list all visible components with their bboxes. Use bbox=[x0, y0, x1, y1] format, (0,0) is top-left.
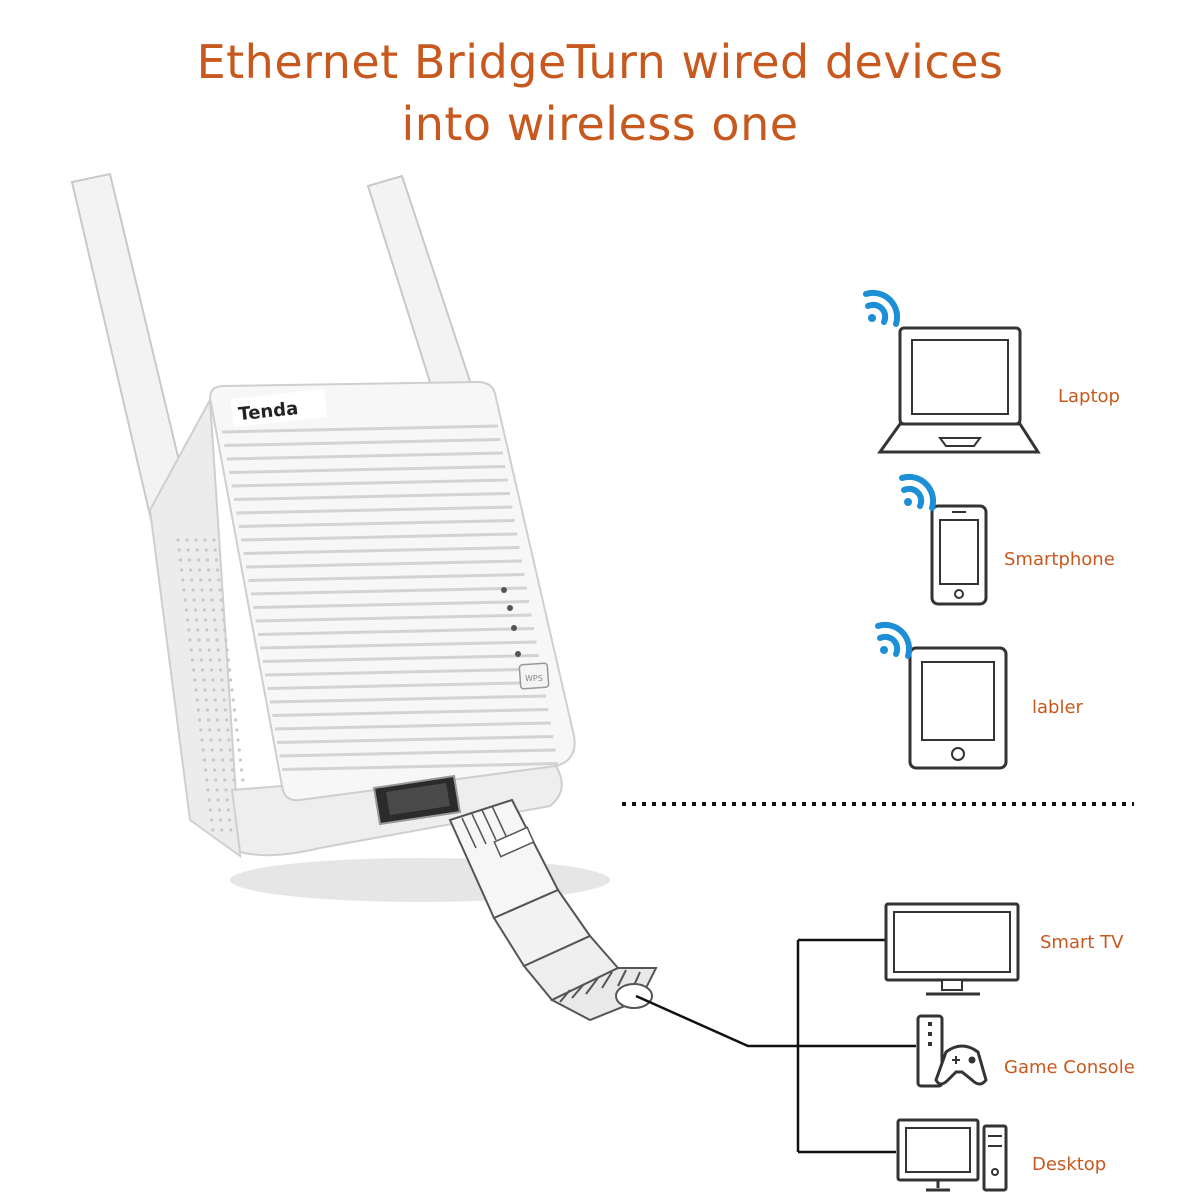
wps-button: WPS bbox=[518, 662, 550, 690]
status-leds bbox=[501, 587, 521, 657]
laptop-wifi-icon bbox=[863, 289, 901, 327]
brand-logo: Tenda bbox=[230, 389, 328, 427]
game-console-label: Game Console bbox=[1004, 1057, 1135, 1078]
laptop-icon bbox=[877, 326, 1041, 454]
tablet-wifi-icon bbox=[875, 621, 913, 659]
smartphone-icon bbox=[930, 504, 988, 606]
laptop-label: Laptop bbox=[1058, 386, 1120, 407]
smartphone-wifi-icon bbox=[899, 473, 937, 511]
desktop-label: Desktop bbox=[1032, 1154, 1107, 1175]
ethernet-cable bbox=[635, 994, 798, 1048]
wired-connection-lines bbox=[796, 938, 916, 1154]
tablet-label: labler bbox=[1032, 697, 1083, 718]
tv-icon bbox=[884, 902, 1020, 996]
ethernet-port bbox=[372, 774, 462, 826]
diagram-title-line-2: into wireless one bbox=[401, 97, 799, 151]
ethernet-cable-connector bbox=[448, 798, 798, 1048]
svg-text:WPS: WPS bbox=[525, 674, 543, 683]
smart-tv-label: Smart TV bbox=[1040, 932, 1124, 953]
device-side-panel bbox=[148, 396, 242, 859]
desktop-icon bbox=[896, 1118, 1008, 1192]
smartphone-label: Smartphone bbox=[1004, 549, 1115, 570]
game-console-icon bbox=[916, 1014, 988, 1088]
tablet-icon bbox=[908, 646, 1008, 770]
front-grille bbox=[221, 424, 559, 771]
diagram-title-line-1: Ethernet BridgeTurn wired devices bbox=[196, 35, 1004, 89]
range-extender-device: Tenda WPS bbox=[70, 172, 610, 902]
